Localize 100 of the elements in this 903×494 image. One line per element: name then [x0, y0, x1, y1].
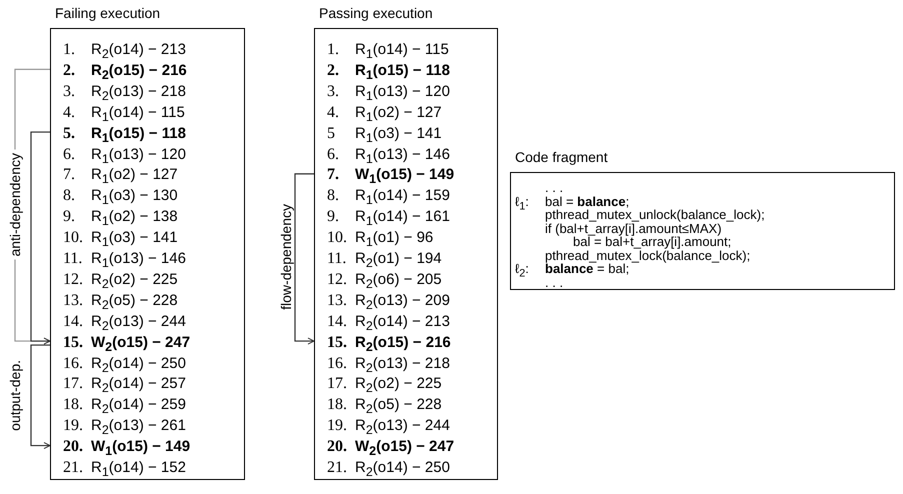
edge-label: anti-dependency — [7, 150, 23, 260]
trace-event: R$_{2}$(o2) − 225 — [91, 270, 178, 293]
ellipsis: . . . — [545, 181, 564, 195]
row-number: 8. — [327, 186, 339, 206]
trace-event: R$_{1}$(o13) − 146 — [355, 144, 450, 168]
row-number: 9. — [327, 207, 339, 228]
row-number: 14. — [63, 312, 83, 332]
trace-event: R$_{2}$(o13) − 218 — [355, 354, 450, 376]
row-number: 20. — [63, 437, 83, 458]
row-number: 7. — [63, 165, 75, 186]
row-number: 10. — [327, 228, 347, 248]
row-number: 3. — [327, 82, 339, 102]
trace-event: R$_{2}$(o15) − 216 — [91, 60, 187, 84]
trace-event: R$_{2}$(o14) − 213 — [91, 40, 186, 63]
row-number: 18. — [63, 395, 83, 416]
row-number: 13. — [327, 290, 347, 311]
row-number: 6. — [327, 144, 339, 164]
trace-event: R$_{2}$(o13) − 244 — [91, 312, 186, 335]
line-label: ℓ$_{1}$: — [515, 194, 529, 214]
panel-heading: Code fragment — [515, 149, 608, 165]
trace-event: W$_{2}$(o15) − 247 — [355, 437, 454, 460]
row-number: 15. — [63, 332, 83, 353]
code-line: pthread_mutex_lock(balance_lock); — [545, 248, 750, 262]
row-number: 11. — [327, 249, 346, 269]
trace-event: R$_{2}$(o14) − 259 — [91, 395, 186, 418]
trace-event: R$_{1}$(o15) − 118 — [355, 60, 450, 84]
trace-event: R$_{2}$(o13) − 209 — [355, 290, 450, 314]
code-line: balance = bal; — [545, 262, 630, 276]
trace-event: R$_{1}$(o15) − 118 — [91, 124, 186, 147]
row-number: 17. — [327, 374, 347, 394]
row-number: 14. — [327, 312, 347, 332]
trace-event: R$_{2}$(o5) − 228 — [91, 290, 178, 314]
row-number: 16. — [327, 354, 347, 374]
trace-event: R$_{1}$(o2) − 127 — [91, 165, 178, 188]
row-number: 7. — [327, 165, 339, 186]
ellipsis: . . . — [545, 276, 564, 290]
trace-event: R$_{1}$(o2) − 127 — [355, 102, 442, 126]
trace-event: R$_{2}$(o14) − 250 — [355, 458, 450, 481]
dependency-arrow — [294, 173, 314, 345]
trace-event: R$_{1}$(o13) − 120 — [91, 144, 186, 168]
row-number: 12. — [327, 270, 347, 290]
dependency-arrow — [30, 344, 50, 450]
row-number: 17. — [63, 374, 83, 394]
row-number: 9. — [63, 207, 75, 228]
code-line: pthread_mutex_unlock(balance_lock); — [545, 208, 765, 222]
trace-event: R$_{1}$(o14) − 161 — [355, 207, 450, 230]
row-number: 4. — [327, 102, 339, 123]
trace-event: R$_{2}$(o2) − 225 — [355, 374, 442, 398]
trace-event: R$_{2}$(o14) − 213 — [355, 312, 450, 335]
row-number: 3. — [63, 82, 75, 102]
row-number: 12. — [63, 270, 83, 290]
row-number: 21. — [327, 458, 347, 478]
trace-event: R$_{1}$(o14) − 159 — [355, 186, 450, 210]
row-number: 6. — [63, 144, 75, 164]
trace-event: R$_{2}$(o14) − 257 — [91, 374, 186, 398]
trace-event: R$_{2}$(o1) − 194 — [355, 249, 442, 272]
row-number: 1. — [63, 40, 75, 60]
trace-event: R$_{2}$(o13) − 244 — [355, 416, 450, 440]
trace-event: R$_{2}$(o14) − 250 — [91, 354, 186, 376]
trace-event: R$_{1}$(o3) − 130 — [91, 186, 178, 210]
trace-event: R$_{1}$(o3) − 141 — [355, 124, 442, 147]
row-number: 19. — [63, 416, 83, 436]
row-number: 20. — [327, 437, 347, 458]
trace-event: R$_{1}$(o14) − 115 — [91, 102, 185, 126]
row-number: 2. — [63, 60, 75, 81]
code-line: bal = balance; — [545, 194, 630, 208]
row-number: 21. — [63, 458, 83, 478]
row-number: 13. — [63, 290, 83, 311]
trace-event: R$_{2}$(o5) − 228 — [355, 395, 442, 418]
line-label: ℓ$_{2}$: — [515, 262, 529, 281]
row-number: 11. — [63, 249, 82, 269]
code-line: bal = bal+t_array[i].amount; — [573, 235, 732, 249]
row-number: 18. — [327, 395, 347, 416]
trace-event: R$_{2}$(o6) − 205 — [355, 270, 442, 293]
panel-heading: Passing execution — [319, 5, 433, 21]
trace-event: R$_{2}$(o13) − 218 — [91, 82, 186, 105]
trace-event: R$_{2}$(o15) − 216 — [355, 332, 451, 356]
trace-event: W$_{1}$(o15) − 149 — [355, 165, 454, 188]
dependency-arrow — [30, 131, 50, 345]
trace-event: R$_{1}$(o2) − 138 — [91, 207, 178, 230]
row-number: 8. — [63, 186, 75, 206]
trace-event: R$_{1}$(o14) − 152 — [91, 458, 186, 481]
trace-event: W$_{2}$(o15) − 247 — [91, 332, 190, 356]
row-number: 4. — [63, 102, 75, 123]
trace-event: R$_{1}$(o1) − 96 — [355, 228, 434, 252]
row-number: 19. — [327, 416, 347, 436]
code-line: if (bal+t_array[i].amount≤MAX) — [545, 222, 722, 236]
trace-event: R$_{2}$(o13) − 261 — [91, 416, 186, 440]
row-number: 1. — [327, 40, 339, 60]
trace-event: R$_{1}$(o13) − 120 — [355, 82, 450, 105]
row-number: 5. — [63, 124, 75, 144]
row-number: 5 — [327, 124, 335, 144]
trace-event: R$_{1}$(o14) − 115 — [355, 40, 449, 63]
row-number: 2. — [327, 60, 339, 81]
trace-event: R$_{1}$(o3) − 141 — [91, 228, 178, 252]
row-number: 10. — [63, 228, 83, 248]
panel-heading: Failing execution — [55, 5, 160, 21]
trace-event: R$_{1}$(o13) − 146 — [91, 249, 186, 272]
row-number: 15. — [327, 332, 347, 353]
row-number: 16. — [63, 354, 83, 374]
